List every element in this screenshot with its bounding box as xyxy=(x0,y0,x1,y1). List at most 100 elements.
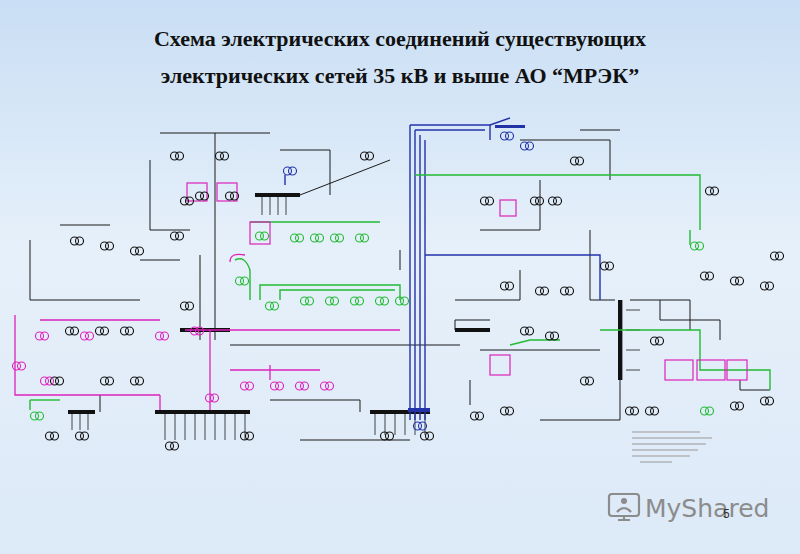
legend-lines xyxy=(632,432,712,462)
blue-line xyxy=(419,135,420,420)
green-line xyxy=(260,285,400,300)
black-line xyxy=(60,225,110,226)
bus-bar xyxy=(618,300,622,380)
blue-line xyxy=(490,118,510,125)
transformer-symbol xyxy=(351,297,364,305)
transformer-symbol xyxy=(311,234,324,242)
magenta-line xyxy=(185,329,400,330)
transformer-symbol xyxy=(601,262,614,270)
transformer-symbol xyxy=(36,332,49,340)
transformer-symbol xyxy=(131,247,144,255)
slide-title: Схема электрических соединений существую… xyxy=(100,20,700,94)
transformer-symbol xyxy=(481,197,494,205)
transformer-symbol xyxy=(81,332,94,340)
feeder-stub xyxy=(375,412,425,435)
transformer-symbol xyxy=(731,277,744,285)
black-line xyxy=(600,380,620,420)
transformer-symbol xyxy=(171,152,184,160)
transformer-symbol xyxy=(41,377,54,385)
highlight-frame xyxy=(697,360,725,380)
magenta-line xyxy=(269,365,270,380)
transformer-symbol xyxy=(549,197,562,205)
transformer-symbol xyxy=(581,377,594,385)
transformer-symbol xyxy=(101,242,114,250)
transformer-symbol xyxy=(181,197,194,205)
transformer-symbol xyxy=(13,362,26,370)
transformer-symbol xyxy=(651,337,664,345)
bus-bar xyxy=(68,193,622,414)
transformer-symbol xyxy=(771,252,784,260)
transformer-symbol xyxy=(166,442,179,450)
highlight-frame xyxy=(490,355,510,375)
transformer-symbol xyxy=(291,234,304,242)
black-line xyxy=(100,395,101,412)
green-line xyxy=(600,330,770,390)
transformer-symbol xyxy=(266,302,279,310)
transformer-symbol xyxy=(236,277,249,285)
black-line xyxy=(540,420,600,421)
transformer-symbol xyxy=(701,407,714,415)
black-line xyxy=(270,400,360,412)
magenta-line xyxy=(230,369,320,370)
transformer-symbol xyxy=(46,432,59,440)
transformer-symbol xyxy=(206,394,219,402)
feeder-stub xyxy=(165,412,245,440)
magenta-line xyxy=(230,254,245,262)
transformer-symbol xyxy=(536,287,549,295)
magenta-line xyxy=(15,254,400,410)
transformer-symbol xyxy=(131,377,144,385)
transformer-symbol xyxy=(256,232,269,240)
transformer-symbol xyxy=(531,197,544,205)
blue-bus xyxy=(408,408,430,412)
black-line xyxy=(150,160,190,230)
black-line xyxy=(400,250,401,270)
transformer-symbol xyxy=(171,232,184,240)
transformer-symbol xyxy=(13,327,334,402)
watermark-icon xyxy=(609,494,639,520)
blue-line xyxy=(415,129,485,130)
transformer-symbol xyxy=(701,272,714,280)
transformer-symbol xyxy=(331,234,344,242)
transformer-symbol xyxy=(414,422,427,430)
transformer-symbol xyxy=(191,327,204,335)
transformer-symbol xyxy=(356,234,369,242)
transformer-symbol xyxy=(284,132,534,430)
blue-bus xyxy=(408,125,525,412)
transformer-symbol xyxy=(691,242,704,250)
black-line xyxy=(480,180,540,230)
black-line xyxy=(215,133,216,340)
black-line xyxy=(470,380,471,405)
watermark-icon xyxy=(617,508,631,512)
transformer-symbol xyxy=(731,402,744,410)
transformer-symbol xyxy=(241,432,254,440)
transformer-symbol xyxy=(761,282,774,290)
feeder-stub xyxy=(622,300,640,380)
bus-bar xyxy=(155,410,250,414)
transformer-symbol xyxy=(301,297,314,305)
blue-line xyxy=(425,255,600,300)
bus-bar xyxy=(455,328,490,332)
transformer-symbol xyxy=(156,332,169,340)
green-line xyxy=(29,400,30,410)
transformer-symbol xyxy=(501,407,514,415)
black-line xyxy=(590,230,615,300)
transformer-symbol xyxy=(31,412,44,420)
transformer-symbol xyxy=(284,167,297,175)
transformer-symbol xyxy=(421,432,434,440)
watermark-icon xyxy=(618,516,630,520)
transformer-symbol xyxy=(521,327,534,335)
green-line xyxy=(415,175,700,230)
transformer-symbol xyxy=(501,282,514,290)
blue-bus xyxy=(495,125,525,128)
transformer-symbol xyxy=(101,377,114,385)
transformer-symbol xyxy=(761,397,774,405)
blue-line xyxy=(409,125,410,420)
transformer-symbol xyxy=(216,152,229,160)
black-line xyxy=(740,380,770,390)
legend-lines xyxy=(632,432,712,462)
blue-line xyxy=(424,140,425,420)
magenta-line xyxy=(40,319,160,320)
feeder-stub xyxy=(72,195,640,440)
black-line xyxy=(300,440,410,441)
